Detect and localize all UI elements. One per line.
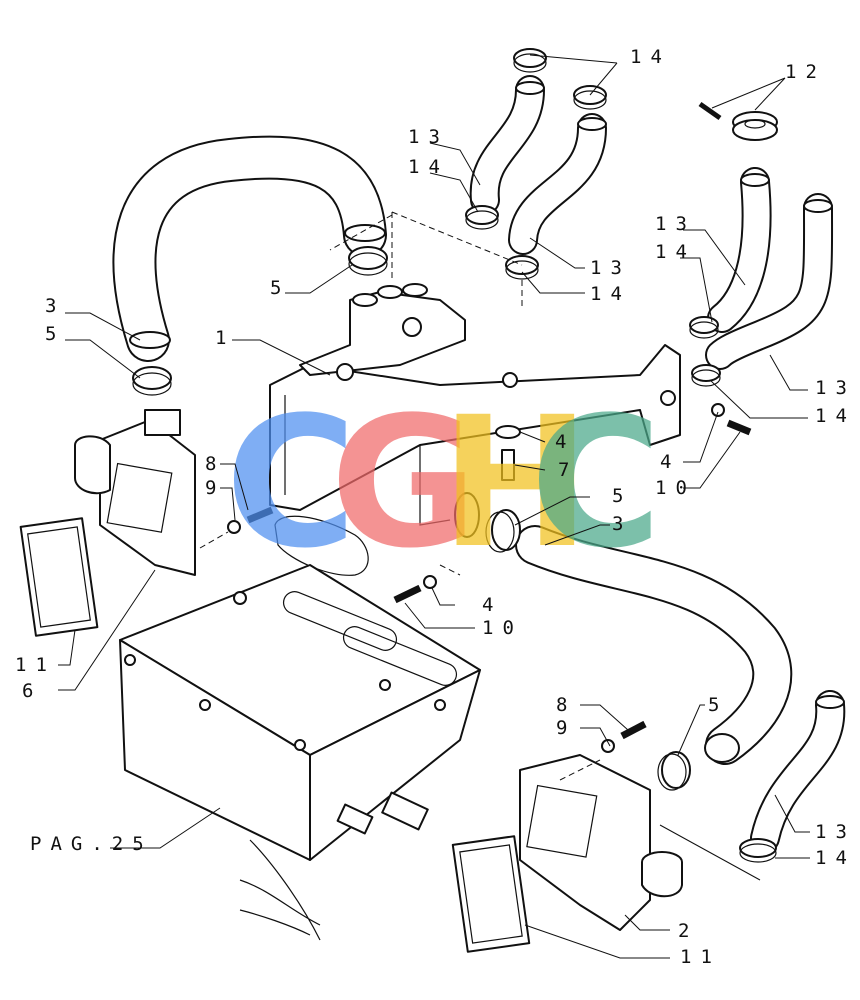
page-reference: PAG.25 xyxy=(30,833,153,855)
left-gasket xyxy=(19,517,99,637)
callout-9: 9 xyxy=(556,717,576,739)
left-gasket-inner xyxy=(27,526,91,628)
right-gasket-inner xyxy=(459,844,523,944)
callout-5: 5 xyxy=(612,485,632,507)
callout-2: 2 xyxy=(678,920,698,942)
callout-10: 10 xyxy=(655,477,696,499)
u-shaped-hose xyxy=(112,135,387,362)
small-hose-3 xyxy=(707,167,772,333)
callout-13: 13 xyxy=(590,257,631,279)
callout-labels: 14 12 13 14 13 14 13 14 5 3 5 1 13 14 4 … xyxy=(15,46,856,968)
leader-lines xyxy=(58,54,810,959)
bolts-and-washers xyxy=(227,403,752,753)
callout-5: 5 xyxy=(45,323,65,345)
callout-1: 1 xyxy=(215,327,235,349)
callout-14: 14 xyxy=(408,156,449,178)
watermark-letter-1: C xyxy=(225,379,357,588)
callout-14: 14 xyxy=(815,405,856,427)
callout-13: 13 xyxy=(815,821,856,843)
left-flange-adapter xyxy=(74,409,196,576)
callout-8: 8 xyxy=(205,453,225,475)
callout-3: 3 xyxy=(612,513,632,535)
callout-4: 4 xyxy=(660,451,680,473)
callout-14: 14 xyxy=(655,241,696,263)
callout-14: 14 xyxy=(630,46,671,68)
callout-9: 9 xyxy=(205,477,225,499)
right-flange-adapter xyxy=(519,754,683,931)
small-hose-5 xyxy=(750,690,846,853)
alignment-lines xyxy=(199,211,601,781)
callout-8: 8 xyxy=(556,694,576,716)
watermark-letter-3: H xyxy=(440,379,591,588)
heater-unit xyxy=(119,564,481,941)
watermark-cghc: C G H C xyxy=(225,379,662,588)
small-hose-1 xyxy=(469,75,545,215)
watermark-letter-4: C xyxy=(530,379,662,588)
callout-5: 5 xyxy=(270,277,290,299)
right-gasket xyxy=(451,835,531,953)
callout-14: 14 xyxy=(815,847,856,869)
callout-12: 12 xyxy=(785,61,826,83)
callout-13: 13 xyxy=(408,126,449,148)
gasket-ring xyxy=(274,515,369,576)
callout-11: 11 xyxy=(680,946,721,968)
small-hose-2 xyxy=(508,113,607,255)
watermark-letter-2: G xyxy=(330,379,478,588)
callout-4: 4 xyxy=(482,594,502,616)
manifold-bracket xyxy=(269,283,681,538)
rubber-grommet xyxy=(698,101,778,141)
callout-3: 3 xyxy=(45,295,65,317)
callout-11: 11 xyxy=(15,654,56,676)
callout-4: 4 xyxy=(555,431,575,453)
callout-13: 13 xyxy=(815,377,856,399)
callout-6: 6 xyxy=(22,680,42,702)
callout-10: 10 xyxy=(482,617,523,639)
callout-14: 14 xyxy=(590,283,631,305)
small-hose-4 xyxy=(705,193,834,370)
long-radiator-hose xyxy=(515,525,793,765)
callout-5: 5 xyxy=(708,694,728,716)
hose-clamps xyxy=(132,48,777,863)
callout-13: 13 xyxy=(655,213,696,235)
callout-7: 7 xyxy=(558,459,578,481)
